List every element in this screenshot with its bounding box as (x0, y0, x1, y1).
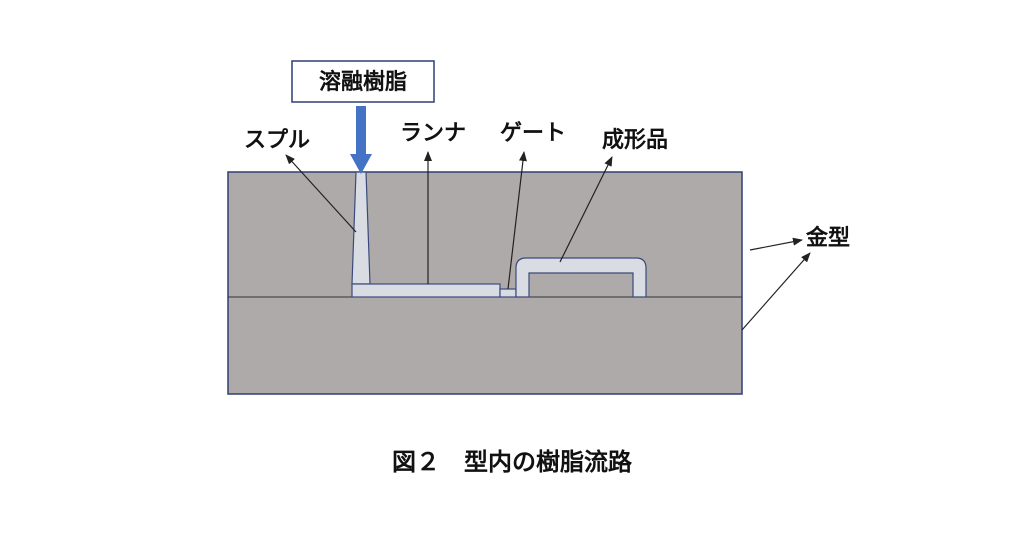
sprue-label: スプル (244, 128, 310, 153)
molten-resin-label: 溶融樹脂 (319, 69, 407, 95)
molten-resin-box (291, 60, 435, 103)
mold-leader-upper (749, 237, 803, 251)
mold-leader-lower (741, 252, 811, 331)
molded-part-cavity (515, 257, 647, 298)
sprue-leader (285, 154, 357, 233)
figure-caption: 図２ 型内の樹脂流路 (392, 448, 633, 476)
molded-part-label: 成形品 (602, 128, 668, 153)
injection-arrow-shaft (356, 106, 366, 154)
injection-arrow-head (350, 154, 372, 174)
gate-channel (499, 288, 517, 298)
mold-label: 金型 (805, 225, 850, 251)
runner-label: ランナ (400, 121, 466, 146)
molded-part-leader (559, 156, 613, 263)
gate-leader (507, 151, 527, 290)
mold-body (227, 171, 743, 395)
gate-label: ゲート (500, 121, 566, 146)
runner-channel (351, 283, 501, 298)
